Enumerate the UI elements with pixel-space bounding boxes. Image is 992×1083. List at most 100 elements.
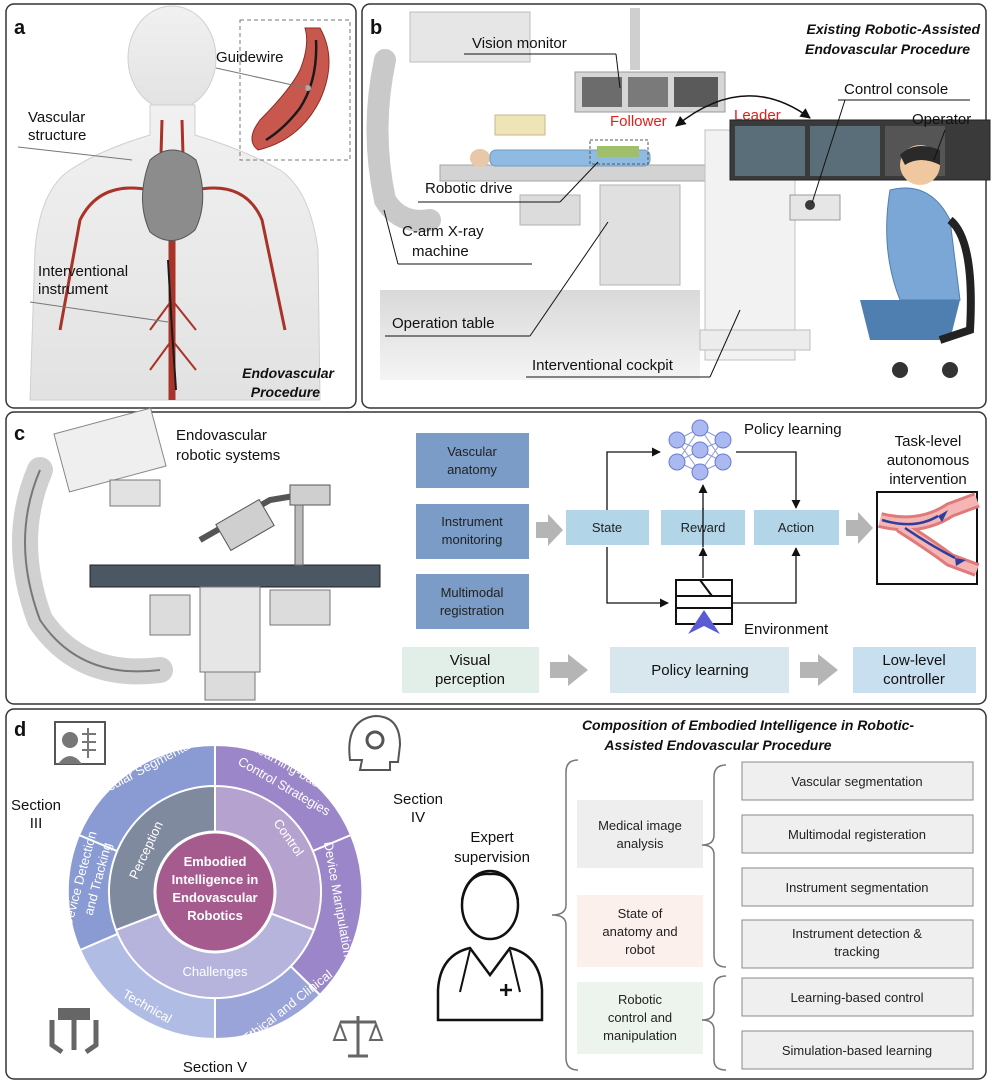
- policy-learning-label: Policy learning: [744, 421, 842, 438]
- item-multimodal-registeration: [741, 814, 974, 854]
- brain-gear-icon: [348, 714, 402, 771]
- operator-label: Operator: [912, 111, 971, 128]
- arrow-policy-to-controller: [800, 654, 838, 686]
- outcome-line1: Task-level: [895, 433, 962, 450]
- input-multimodal-registration-line2: registration: [440, 603, 504, 618]
- item-vascular-segmentation: [741, 761, 974, 801]
- outcome-line2: autonomous: [887, 452, 970, 469]
- operation-table-illustration: [439, 139, 741, 286]
- input-vascular-anatomy-line1: Vascular: [447, 444, 497, 459]
- pipeline-visual-perception: [402, 647, 539, 693]
- item-simulation-based-learning: [741, 1030, 974, 1070]
- panel-a-caption-line1: Endovascular: [242, 365, 335, 381]
- vision-monitor-illustration: [574, 8, 726, 113]
- inner-challenges: Challenges: [182, 964, 248, 979]
- cockpit-illustration: [699, 119, 991, 361]
- section-v-label: Section V: [183, 1059, 247, 1076]
- outcome-line3: intervention: [889, 471, 967, 488]
- category-robotic-line2: control and: [608, 1010, 672, 1025]
- endovascular-robot-illustration: [12, 407, 381, 701]
- expert-supervision-line1: Expert: [470, 829, 514, 846]
- panel-d-letter: d: [14, 719, 26, 741]
- item-vascular-segmentation-label: Vascular segmentation: [791, 774, 922, 789]
- category-robotic-control: [577, 982, 703, 1054]
- item-multimodal-registeration-label: Multimodal registeration: [788, 827, 926, 842]
- item-instrument-segmentation-label: Instrument segmentation: [785, 880, 928, 895]
- input-instrument-monitoring-line1: Instrument: [441, 514, 503, 529]
- panel-d-title-line1: Composition of Embodied Intelligence in …: [582, 717, 914, 733]
- item-instrument-detection-line2: tracking: [834, 944, 880, 959]
- category-robotic-line3: manipulation: [603, 1028, 677, 1043]
- environment-icon: [675, 579, 733, 634]
- panel-b: b: [361, 3, 991, 409]
- panel-b-title-line2: Endovascular Procedure: [805, 41, 970, 57]
- section-iv-line2: IV: [411, 809, 425, 826]
- item-instrument-detection-tracking: [741, 919, 974, 969]
- pipeline-controller-line1: Low-level: [882, 652, 945, 669]
- vessel-intervention-inset: [876, 491, 980, 585]
- operation-table-label: Operation table: [392, 315, 495, 332]
- panel-b-letter: b: [370, 17, 382, 39]
- pipeline-controller-line2: controller: [883, 671, 945, 688]
- panel-d-title-line2: Assisted Endovascular Procedure: [603, 737, 831, 753]
- arrow-action-to-outcome: [846, 512, 873, 544]
- control-console-label: Control console: [844, 81, 948, 98]
- robotic-drive-label: Robotic drive: [425, 180, 513, 197]
- category-state-line3: robot: [625, 942, 655, 957]
- action-box: [754, 510, 839, 545]
- input-box-multimodal-registration: [416, 574, 529, 629]
- category-state-anatomy-robot: [577, 895, 703, 967]
- robotic-systems-label-line1: Endovascular: [176, 427, 267, 444]
- category-medical-image-analysis: [577, 800, 703, 868]
- section-iii-line1: Section: [11, 797, 61, 814]
- wheel-center-line3: Endovascular: [172, 890, 257, 905]
- vascular-structure-label-line2: structure: [28, 127, 86, 144]
- robotic-systems-label-line2: robotic systems: [176, 447, 280, 464]
- xray-viewer-icon: [54, 721, 106, 765]
- c-arm-label-line1: C-arm X-ray: [402, 223, 484, 240]
- item-learning-based-control: [741, 977, 974, 1017]
- c-arm-label-line2: machine: [412, 243, 469, 260]
- section-iii-line2: III: [30, 815, 43, 832]
- human-body-illustration: [29, 5, 321, 401]
- state-label: State: [592, 520, 622, 535]
- c-arm-illustration: [366, 11, 581, 232]
- action-label: Action: [778, 520, 814, 535]
- pipeline-policy-learning-label: Policy learning: [651, 662, 749, 679]
- pipeline-visual-perception-line2: perception: [435, 671, 505, 688]
- input-vascular-anatomy-line2: anatomy: [447, 462, 497, 477]
- leader-label: Leader: [734, 107, 781, 124]
- justice-scale-icon: [332, 1016, 384, 1058]
- panel-a-caption-line2: Procedure: [251, 384, 320, 400]
- panel-a-letter: a: [14, 17, 26, 39]
- category-medical-line1: Medical image: [598, 818, 682, 833]
- interventional-cockpit-label: Interventional cockpit: [532, 357, 674, 374]
- guidewire-label: Guidewire: [216, 49, 284, 66]
- vision-monitor-label: Vision monitor: [472, 35, 567, 52]
- guidewire-inset: [239, 19, 351, 161]
- follower-label: Follower: [610, 113, 667, 130]
- category-medical-line2: analysis: [617, 836, 664, 851]
- wheel-center-line4: Robotics: [187, 908, 243, 923]
- expert-supervision-line2: supervision: [454, 849, 530, 866]
- item-instrument-segmentation: [741, 867, 974, 907]
- category-state-line2: anatomy and: [602, 924, 677, 939]
- input-box-instrument-monitoring: [416, 504, 529, 559]
- panel-c-letter: c: [14, 423, 25, 445]
- category-robotic-line1: Robotic: [618, 992, 663, 1007]
- panel-c: c Endovascular robotic systems Vascular …: [5, 407, 987, 705]
- pipeline-policy-learning: [610, 647, 789, 693]
- state-box: [566, 510, 649, 545]
- pipeline-visual-perception-line1: Visual: [450, 652, 491, 669]
- wheel-center-line2: Intelligence in: [172, 872, 259, 887]
- robot-gripper-icon: [49, 1008, 99, 1055]
- panel-a: a Guidewire Vascular structure Intervent…: [5, 3, 357, 409]
- item-instrument-detection-line1: Instrument detection &: [792, 926, 922, 941]
- doctor-icon: [436, 869, 544, 1022]
- interventional-instrument-label-line2: instrument: [38, 281, 109, 298]
- interventional-instrument-label-line1: Interventional: [38, 263, 128, 280]
- panel-b-title-line1: Existing Robotic-Assisted: [807, 21, 981, 37]
- section-iv-line1: Section: [393, 791, 443, 808]
- panel-d: d Embodied Intelligence in Endovascular …: [5, 708, 987, 1080]
